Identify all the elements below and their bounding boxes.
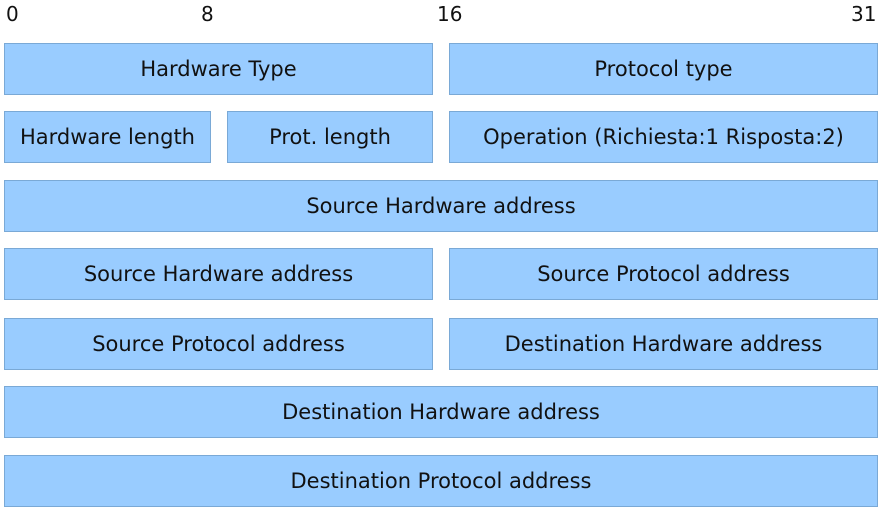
field-hardware-type: Hardware Type: [4, 43, 433, 95]
field-hardware-length: Hardware length: [4, 111, 211, 163]
field-destination-protocol-address: Destination Protocol address: [4, 455, 878, 507]
bit-marker-31: 31: [851, 2, 877, 26]
bit-marker-0: 0: [6, 2, 19, 26]
field-source-hardware-address-2: Source Hardware address: [4, 248, 433, 300]
field-destination-hardware-address-1: Destination Hardware address: [449, 318, 878, 370]
bit-marker-8: 8: [201, 2, 214, 26]
bit-marker-16: 16: [437, 2, 463, 26]
field-destination-hardware-address-2: Destination Hardware address: [4, 386, 878, 438]
field-source-protocol-address-2: Source Protocol address: [4, 318, 433, 370]
field-protocol-type: Protocol type: [449, 43, 878, 95]
field-source-protocol-address-1: Source Protocol address: [449, 248, 878, 300]
field-operation: Operation (Richiesta:1 Risposta:2): [449, 111, 878, 163]
field-source-hardware-address-1: Source Hardware address: [4, 180, 878, 232]
field-prot-length: Prot. length: [227, 111, 433, 163]
